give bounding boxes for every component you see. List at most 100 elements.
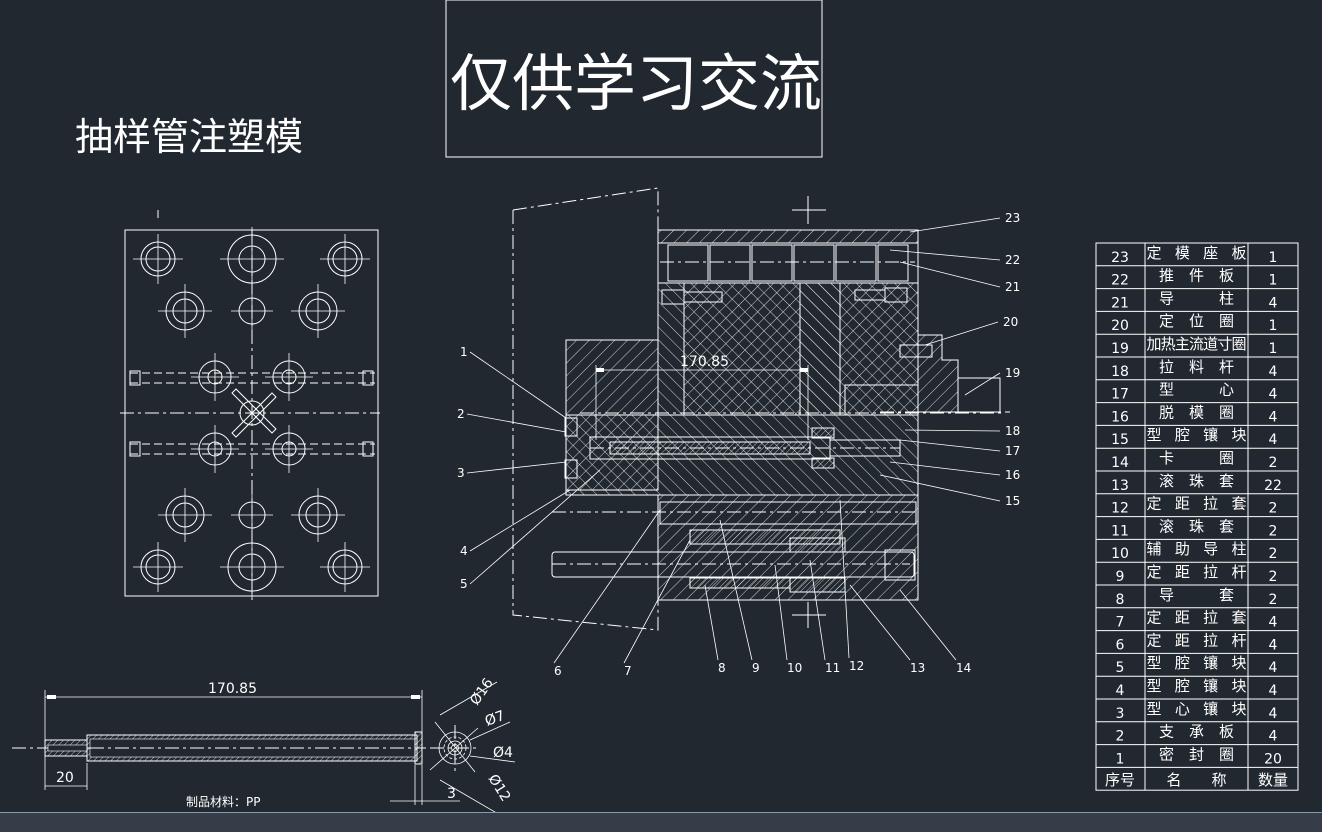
bom-qty: 4 [1269, 660, 1278, 676]
callout-label: 9 [752, 661, 760, 675]
platen-phantom-bottom [512, 210, 659, 631]
step-dim-text: 20 [56, 770, 74, 786]
runner-cross [231, 388, 277, 438]
leader-line [704, 584, 719, 661]
bom-no: 2 [1116, 729, 1125, 745]
bom-no: 10 [1111, 546, 1129, 562]
bom-no: 11 [1111, 523, 1129, 539]
callout-label: 18 [1005, 424, 1020, 438]
bom-no: 14 [1111, 455, 1129, 471]
watermark-frame [445, 0, 823, 158]
bom-no: 20 [1111, 318, 1129, 334]
callout-label: 23 [1005, 211, 1020, 225]
bom-no: 13 [1111, 478, 1129, 494]
callout-label: 8 [718, 661, 726, 675]
platen-phantom-top [512, 187, 659, 341]
bom-no: 18 [1111, 364, 1129, 380]
bom-name: 定 模 座 板 [1147, 244, 1247, 262]
callout-label: 6 [554, 664, 562, 678]
flange-dim-text: 3 [447, 786, 456, 802]
part-moving-plate [657, 494, 919, 601]
tube-flange [414, 731, 423, 765]
bom-name: 滚 珠 套 [1159, 472, 1234, 490]
plan-hole [158, 488, 212, 542]
plan-hole [133, 542, 183, 592]
bom-name: 导 柱 [1159, 289, 1234, 307]
bom-qty: 1 [1269, 341, 1278, 357]
plan-hole [231, 290, 273, 332]
plan-holes [133, 227, 370, 599]
callout-label: 5 [460, 577, 468, 591]
leader-line [623, 539, 691, 664]
center-mark-top [792, 196, 826, 224]
leader-line [719, 519, 753, 661]
callout-label: 17 [1005, 444, 1020, 458]
leader-line [809, 559, 826, 661]
leader-line [909, 217, 1001, 233]
bom-row: 10 辅 助 导 柱 2 [1111, 540, 1277, 562]
top-screws [660, 244, 915, 282]
plan-hole [320, 234, 370, 284]
bom-name: 密 封 圈 [1159, 745, 1234, 763]
plan-hole [265, 425, 313, 473]
bom-qty: 4 [1269, 364, 1278, 380]
bom-qty: 4 [1269, 683, 1278, 699]
callout-label: 13 [910, 661, 925, 675]
callout-label: 14 [956, 661, 971, 675]
bom-no: 1 [1116, 751, 1125, 767]
bom-name: 定 距 拉 杆 [1147, 563, 1247, 581]
plan-view[interactable] [120, 210, 380, 600]
side-bolts [661, 287, 908, 305]
bom-qty: 2 [1269, 546, 1278, 562]
hidden-bores [129, 370, 375, 457]
leader-line [899, 439, 1001, 452]
part-view[interactable]: 170.85 20 3 Ø1 [12, 675, 516, 812]
bom-name: 型 心 镶 块 [1147, 700, 1247, 718]
callout-label: 4 [460, 544, 468, 558]
callout-label: 12 [849, 659, 864, 673]
bom-no: 5 [1116, 660, 1125, 676]
bom-qty: 1 [1269, 273, 1278, 289]
part-18-sprue-puller [829, 439, 901, 457]
part-16-ejector-ring [811, 427, 835, 439]
bom-qty: 2 [1269, 455, 1278, 471]
plan-hole [158, 284, 212, 338]
bom-no: 23 [1111, 250, 1129, 266]
plan-hole [265, 353, 313, 401]
bom-no: 19 [1111, 341, 1129, 357]
bom-no: 9 [1116, 569, 1125, 585]
bom-qty: 4 [1269, 387, 1278, 403]
bom-name: 型 心 [1159, 381, 1234, 399]
plan-hole [191, 425, 239, 473]
bom-name: 加热主流道寸圈 [1147, 335, 1247, 353]
callout-label: 22 [1005, 253, 1020, 267]
center-mark-bottom [792, 602, 826, 628]
material-note: 制品材料：PP [186, 795, 260, 809]
leader-line [469, 469, 601, 585]
leader-line [889, 461, 1001, 476]
drawing-title: 抽样管注塑模 [75, 115, 303, 159]
leader-line [899, 261, 1001, 288]
plan-hole [191, 353, 239, 401]
bom-name: 定 距 拉 杆 [1147, 631, 1247, 649]
leader-line [899, 589, 957, 661]
callout-label: 19 [1005, 366, 1020, 380]
bom-name: 定 距 拉 套 [1147, 609, 1247, 627]
bom-name: 辅 助 导 柱 [1147, 540, 1247, 558]
leader-line [904, 429, 1001, 432]
cad-drawing-canvas[interactable]: 仅供学习交流 抽样管注塑模 [0, 0, 1322, 812]
leader-line [849, 584, 911, 661]
leader-line [553, 509, 661, 664]
diameter-12: Ø12 [485, 772, 514, 805]
callout-label: 2 [457, 407, 465, 421]
